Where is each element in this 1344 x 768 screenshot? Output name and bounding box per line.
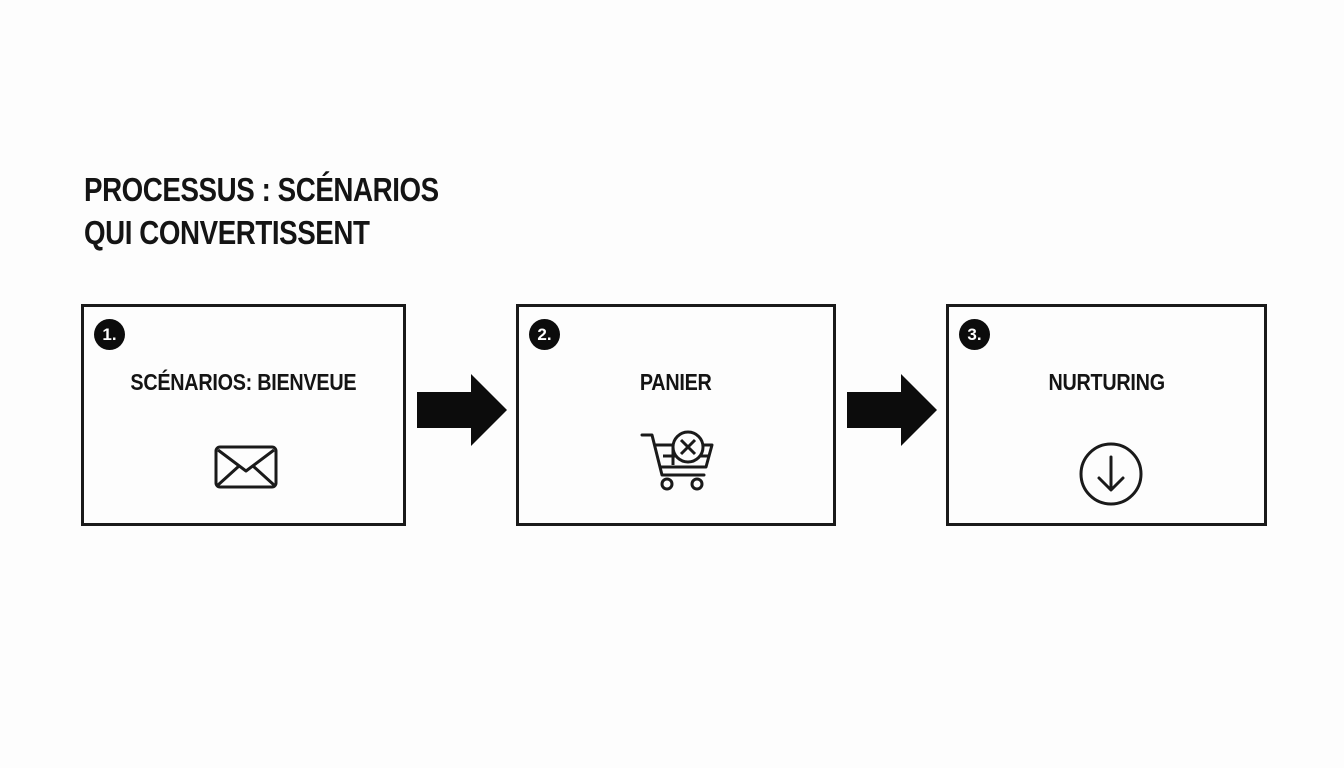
diagram-title: PROCESSUS : SCÉNARIOS QUI CONVERTISSENT <box>84 168 439 254</box>
step-label-text-3: NURTURING <box>1048 369 1165 395</box>
flow-arrow-1 <box>417 374 507 451</box>
step-number-badge-3: 3. <box>959 319 990 350</box>
flow-arrow-2 <box>847 374 937 451</box>
step-label-text-2: PANIER <box>640 369 712 395</box>
step-box-3: 3. NURTURING <box>946 304 1267 526</box>
envelope-icon <box>214 445 278 496</box>
step-number-badge-2: 2. <box>529 319 560 350</box>
step-box-1: 1. SCÉNARIOS: BIENVEUE <box>81 304 406 526</box>
step-label-1: SCÉNARIOS: BIENVEUE <box>84 369 403 396</box>
step-number-badge-1: 1. <box>94 319 125 350</box>
diagram-title-line-1: PROCESSUS : SCÉNARIOS <box>84 171 439 208</box>
step-label-3: NURTURING <box>949 369 1264 396</box>
step-label-text-1: SCÉNARIOS: BIENVEUE <box>130 369 357 395</box>
arrow-down-circle-icon <box>1078 441 1144 512</box>
step-box-2: 2. PANIER <box>516 304 836 526</box>
step-label-2: PANIER <box>519 369 833 396</box>
cart-cancel-icon <box>640 429 716 510</box>
diagram-title-line-2: QUI CONVERTISSENT <box>84 214 370 251</box>
